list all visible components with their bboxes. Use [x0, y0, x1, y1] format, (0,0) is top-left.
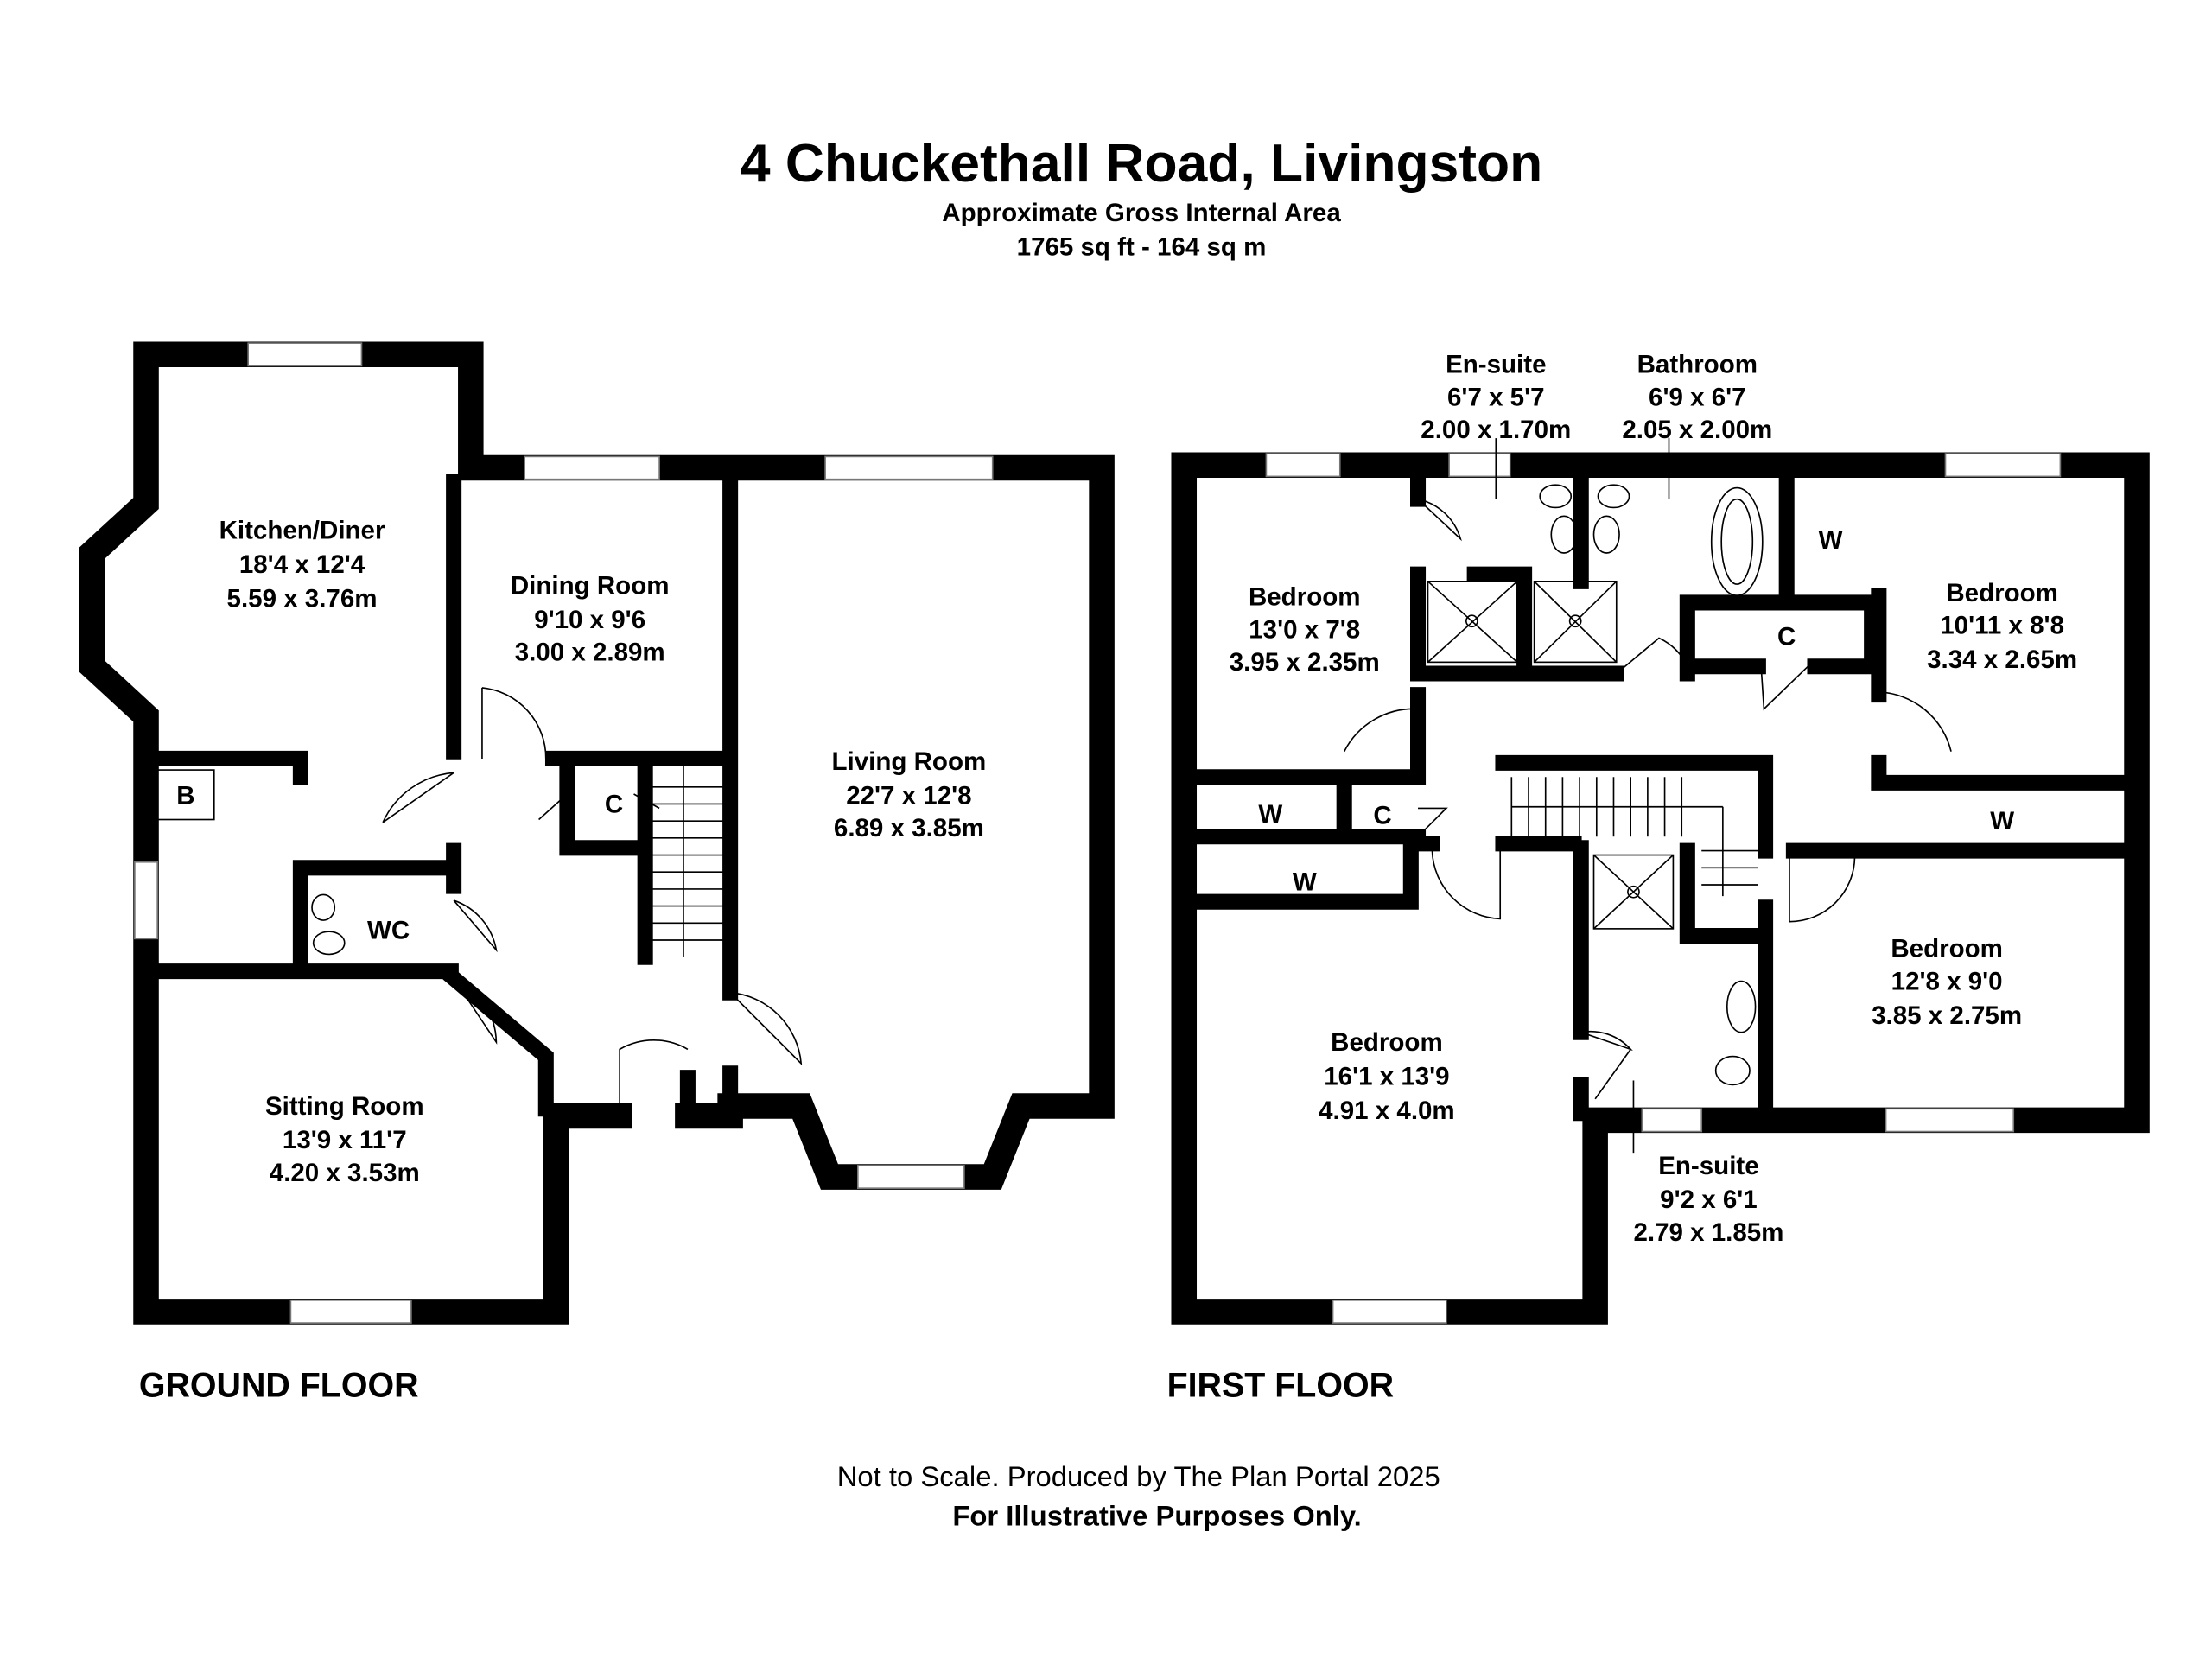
page-title: 4 Chuckethall Road, Livingston [741, 134, 1542, 194]
window [1332, 1299, 1447, 1324]
boiler-box [156, 769, 215, 821]
first-floor-label: FIRST FLOOR [1167, 1366, 1394, 1404]
room-name: Bathroom [1637, 351, 1758, 379]
room-imperial: 13'0 x 7'8 [1249, 615, 1360, 644]
wardrobe-label: W [1990, 807, 2014, 836]
window [1885, 1108, 2015, 1133]
ground-floor-label: GROUND FLOOR [139, 1366, 419, 1404]
toilet-icon [312, 931, 346, 956]
cupboard-label: C [605, 790, 623, 818]
first-floor-plan: En-suite 6'7 x 5'7 2.00 x 1.70m Bathroom… [1167, 351, 2150, 1404]
window [134, 861, 158, 940]
wc-label: WC [367, 916, 410, 944]
room-metric: 3.85 x 2.75m [1872, 1001, 2022, 1030]
toilet-icon [1714, 1055, 1751, 1086]
shower-icon [1592, 854, 1675, 930]
window [857, 1165, 965, 1189]
room-name: Sitting Room [265, 1092, 424, 1121]
room-name: Dining Room [511, 572, 670, 601]
window [289, 1299, 412, 1324]
room-name: Bedroom [1249, 583, 1361, 612]
doors [382, 687, 803, 1116]
room-imperial: 10'11 x 8'8 [1940, 612, 2064, 640]
cupboard-label: C [1777, 623, 1796, 652]
room-metric: 3.95 x 2.35m [1230, 648, 1380, 677]
room-metric: 3.34 x 2.65m [1927, 645, 2077, 674]
toilet-icon [1539, 484, 1573, 509]
room-imperial: 22'7 x 12'8 [846, 781, 971, 810]
room-name: En-suite [1658, 1152, 1758, 1180]
room-name: Kitchen/Diner [219, 517, 385, 545]
window [1944, 453, 2062, 478]
staircase [1510, 777, 1758, 897]
room-metric: 4.20 x 3.53m [270, 1159, 420, 1187]
wardrobe-label: W [1819, 526, 1843, 555]
room-metric: 2.05 x 2.00m [1622, 416, 1772, 444]
staircase [652, 766, 723, 957]
basin-icon [1592, 515, 1620, 554]
room-metric: 5.59 x 3.76m [227, 584, 378, 613]
toilet-icon [1597, 484, 1630, 509]
room-imperial: 12'8 x 9'0 [1891, 967, 2003, 995]
area-label: Approximate Gross Internal Area [942, 199, 1341, 227]
window [824, 455, 994, 480]
ground-floor-plan: Kitchen/Diner 18'4 x 12'4 5.59 x 3.76m D… [79, 341, 1115, 1404]
window [1448, 453, 1511, 478]
basin-icon [1726, 980, 1757, 1033]
ground-interior-walls [148, 474, 739, 1117]
window [247, 342, 363, 367]
room-name: Bedroom [1946, 579, 2058, 607]
room-metric: 4.91 x 4.0m [1319, 1096, 1455, 1125]
doors [1343, 498, 1952, 1100]
room-name: Living Room [832, 747, 987, 776]
footer-illustrative: For Illustrative Purposes Only. [952, 1500, 1361, 1532]
basin-icon [1550, 515, 1578, 554]
bath-icon-inner [1720, 498, 1754, 585]
window [524, 455, 660, 480]
shower-icon [1427, 581, 1518, 664]
wardrobe-label: W [1293, 868, 1317, 897]
room-metric: 3.00 x 2.89m [515, 639, 665, 667]
bath-icon [1710, 486, 1764, 597]
room-imperial: 13'9 x 11'7 [283, 1126, 407, 1154]
cupboard-label: C [1373, 801, 1391, 830]
room-imperial: 18'4 x 12'4 [239, 550, 365, 579]
basin-icon [311, 893, 336, 921]
room-imperial: 6'9 x 6'7 [1649, 383, 1746, 411]
room-name: En-suite [1446, 351, 1546, 379]
shower-icon [1533, 581, 1618, 664]
boiler-label: B [176, 781, 194, 810]
room-name: Bedroom [1891, 935, 2003, 963]
room-name: Bedroom [1331, 1028, 1443, 1057]
first-outer-walls [1171, 452, 2150, 1325]
first-interior-walls [1190, 474, 2135, 1122]
pointer-arrows [1495, 438, 1670, 1154]
footer-disclaimer: Not to Scale. Produced by The Plan Porta… [837, 1460, 1440, 1492]
room-imperial: 9'10 x 9'6 [534, 606, 645, 634]
room-imperial: 16'1 x 13'9 [1324, 1062, 1449, 1090]
window [1641, 1108, 1703, 1133]
window [1265, 453, 1341, 478]
area-value: 1765 sq ft - 164 sq m [1017, 232, 1267, 261]
room-metric: 2.00 x 1.70m [1421, 416, 1571, 444]
room-imperial: 9'2 x 6'1 [1660, 1185, 1758, 1214]
wardrobe-label: W [1258, 800, 1282, 829]
room-metric: 6.89 x 3.85m [834, 814, 984, 842]
room-imperial: 6'7 x 5'7 [1447, 383, 1545, 411]
room-metric: 2.79 x 1.85m [1633, 1218, 1783, 1247]
